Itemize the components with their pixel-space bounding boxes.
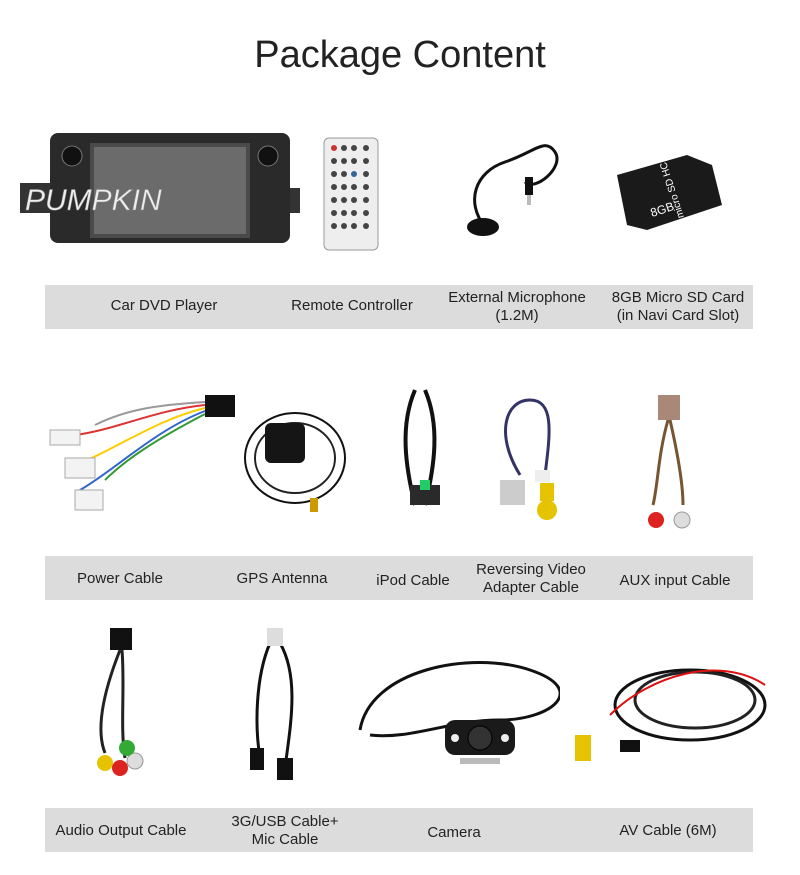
item-label: Remote Controller	[291, 297, 413, 314]
label-bar-row-3	[45, 808, 753, 852]
remote-controller-image	[323, 137, 379, 251]
item-label: Audio Output Cable	[55, 822, 187, 839]
item-label: iPod Cable	[376, 572, 450, 589]
gps-antenna-image	[244, 412, 346, 512]
item-label: AV Cable (6M)	[619, 822, 717, 839]
reversing-video-adapter-image	[500, 398, 557, 520]
item-label: Reversing Video Adapter Cable	[476, 561, 586, 596]
item-label: Car DVD Player	[110, 297, 218, 314]
item-label: 8GB Micro SD Card (in Navi Card Slot)	[611, 289, 745, 324]
aux-input-cable-image	[648, 395, 691, 529]
item-label: GPS Antenna	[236, 570, 328, 587]
camera-image	[358, 661, 560, 764]
audio-output-cable-image	[97, 628, 144, 776]
item-label: Power Cable	[77, 570, 163, 587]
av-cable-image	[575, 668, 767, 761]
item-label: AUX input Cable	[619, 572, 731, 589]
item-label: Camera	[427, 824, 481, 841]
car-dvd-player-image: PUMPKIN	[20, 133, 300, 243]
page-title: Package Content	[254, 34, 546, 76]
usb-mic-cable-image	[250, 628, 294, 780]
item-label: External Microphone (1.2M)	[448, 289, 586, 324]
pumpkin-logo: PUMPKIN	[25, 184, 162, 217]
external-microphone-image	[467, 144, 559, 236]
sd-card-image: 8GB micro SD HC	[617, 155, 722, 230]
item-label: 3G/USB Cable+ Mic Cable	[231, 813, 339, 848]
power-cable-image	[49, 395, 235, 511]
label-bar-row-2	[45, 556, 753, 600]
label-bar-row-1	[45, 285, 753, 329]
ipod-cable-image	[403, 389, 440, 506]
